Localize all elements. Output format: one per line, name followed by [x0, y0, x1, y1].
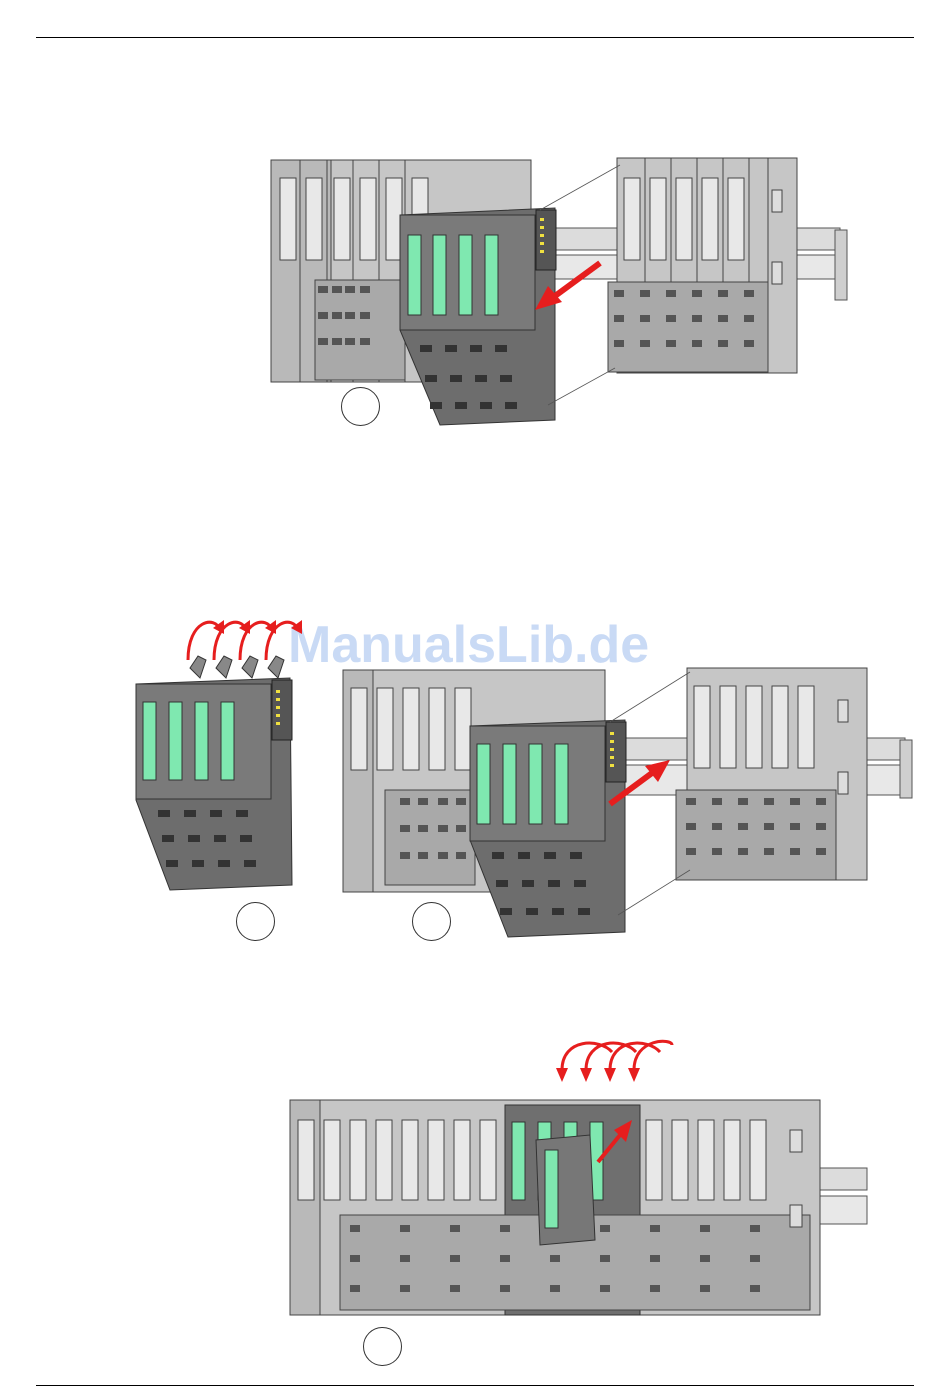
- figure-remove-step-2: [0, 615, 950, 975]
- swing-arrows-down: [562, 1041, 672, 1070]
- dark-module-block: [470, 720, 626, 937]
- figure-remove-step-1: [0, 130, 950, 590]
- step-circle-1: [341, 387, 380, 426]
- bottom-rule: [36, 1385, 914, 1386]
- guide-line-bottom: [618, 870, 690, 915]
- din-rail: [815, 1168, 867, 1224]
- figure-remove-step-3: [0, 1035, 950, 1375]
- step-circle-1: [363, 1327, 402, 1366]
- step-circle-2: [412, 902, 451, 941]
- single-module-tilted: [536, 1135, 595, 1245]
- module-stack-right: [676, 668, 867, 880]
- dark-module-block: [400, 208, 556, 425]
- top-rule: [36, 37, 914, 38]
- guide-line-top: [610, 672, 690, 722]
- removed-module-block: [136, 656, 292, 890]
- guide-line-top: [540, 165, 620, 210]
- guide-line-bottom: [548, 368, 615, 405]
- module-stack-right: [608, 158, 797, 373]
- step-circle-1: [236, 902, 275, 941]
